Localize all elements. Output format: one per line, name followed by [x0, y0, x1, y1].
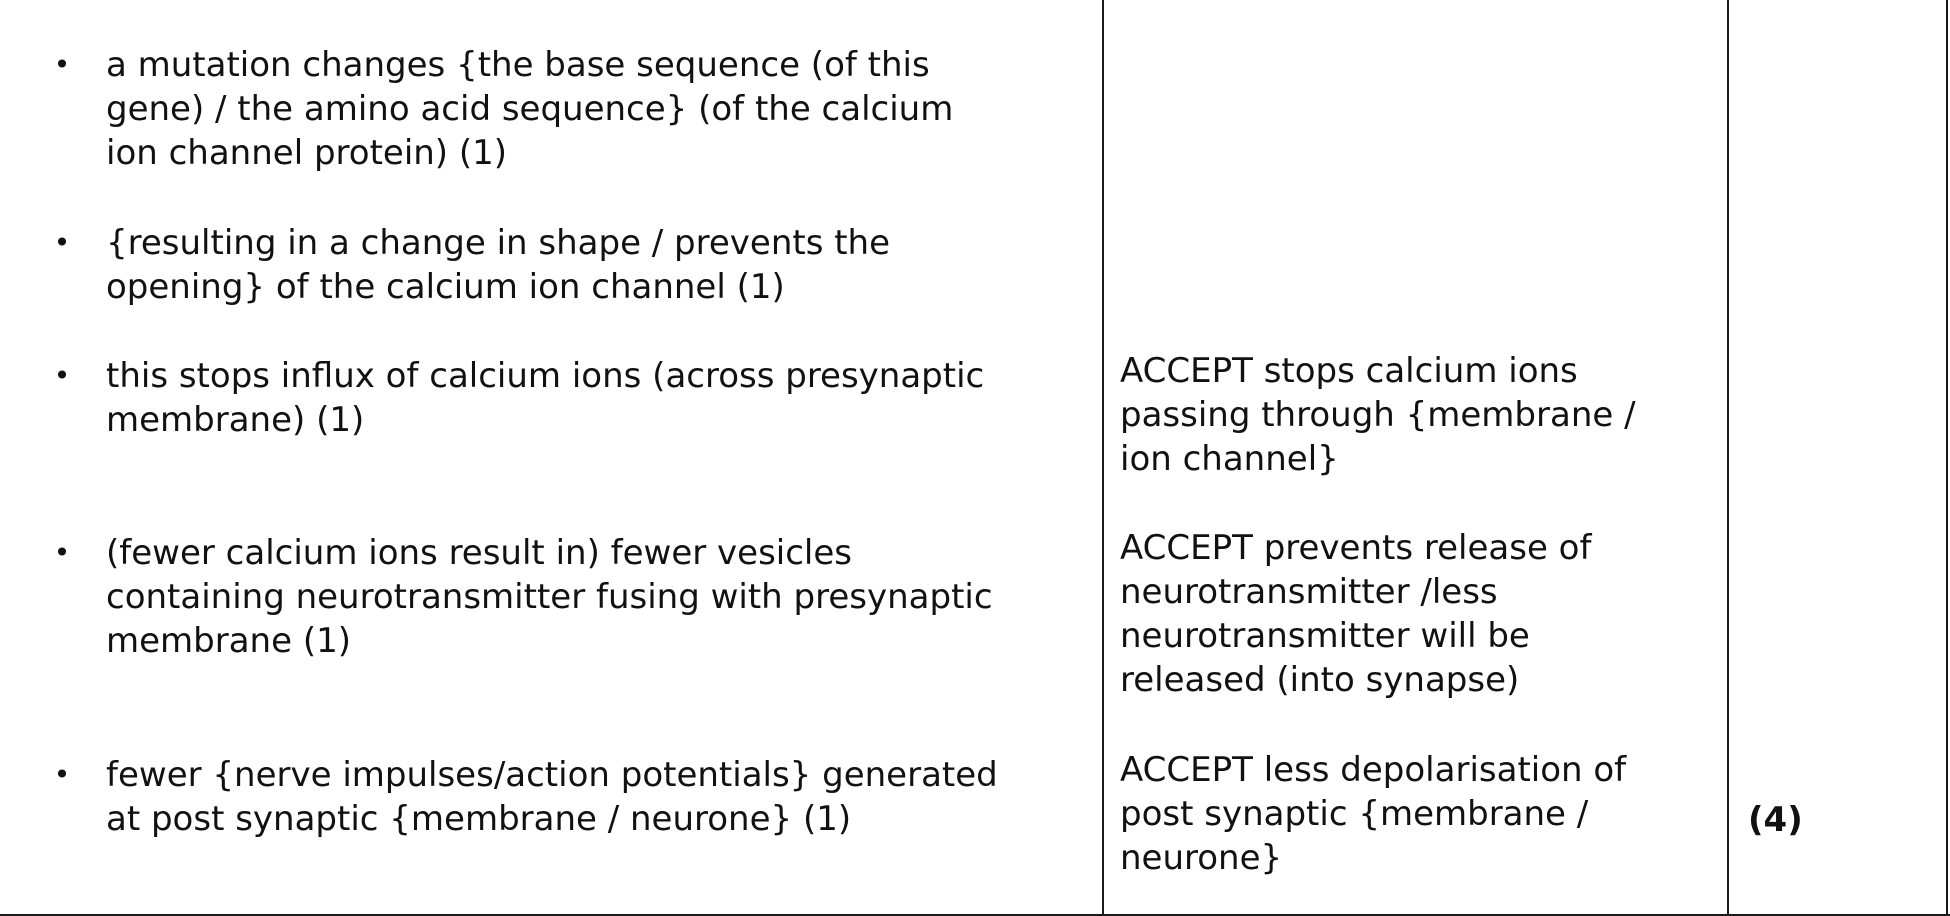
guidance-item-2: ACCEPT prevents release of neurotransmit… — [1120, 526, 1710, 702]
bullet: • — [53, 48, 71, 81]
answer-line: this stops influx of calcium ions (acros… — [106, 356, 985, 396]
table-bottom-border — [0, 914, 1950, 916]
answer-line: membrane) (1) — [106, 400, 365, 440]
guidance-line: ion channel} — [1120, 439, 1339, 479]
column-divider-answer-guidance — [1102, 0, 1104, 915]
bullet: • — [53, 536, 71, 569]
answer-line: membrane (1) — [106, 621, 351, 661]
answer-item-1: • a mutation changes {the base sequence … — [54, 43, 1066, 175]
answer-item-5: • fewer {nerve impulses/action potential… — [54, 753, 1066, 841]
answer-line: {resulting in a change in shape / preven… — [106, 223, 891, 263]
bullet: • — [53, 226, 71, 259]
answer-line: ion channel protein) (1) — [106, 133, 508, 173]
guidance-line: passing through {membrane / — [1120, 395, 1636, 435]
answer-line: a mutation changes {the base sequence (o… — [106, 45, 930, 85]
answer-item-3: • this stops influx of calcium ions (acr… — [54, 354, 1066, 442]
answer-line: fewer {nerve impulses/action potentials}… — [106, 755, 998, 795]
guidance-line: neurotransmitter will be — [1120, 616, 1530, 656]
guidance-line: ACCEPT prevents release of — [1120, 528, 1592, 568]
answer-line: (fewer calcium ions result in) fewer ves… — [106, 533, 853, 573]
column-divider-guidance-mark — [1727, 0, 1729, 915]
answer-item-4: • (fewer calcium ions result in) fewer v… — [54, 531, 1066, 663]
bullet: • — [53, 359, 71, 392]
guidance-line: post synaptic {membrane / — [1120, 794, 1589, 834]
answer-line: at post synaptic {membrane / neurone} (1… — [106, 799, 852, 839]
guidance-line: neurotransmitter /less — [1120, 572, 1498, 612]
answer-item-2: • {resulting in a change in shape / prev… — [54, 221, 1066, 309]
mark-value: (4) — [1748, 800, 1803, 840]
answer-line: containing neurotransmitter fusing with … — [106, 577, 993, 617]
bullet: • — [53, 758, 71, 791]
guidance-line: ACCEPT less depolarisation of — [1120, 750, 1627, 790]
guidance-line: ACCEPT stops calcium ions — [1120, 351, 1578, 391]
answer-line: opening} of the calcium ion channel (1) — [106, 267, 785, 307]
guidance-item-3: ACCEPT less depolarisation of post synap… — [1120, 748, 1710, 880]
guidance-line: neurone} — [1120, 838, 1283, 878]
answer-line: gene) / the amino acid sequence} (of the… — [106, 89, 954, 129]
guidance-line: released (into synapse) — [1120, 660, 1520, 700]
table-right-border — [1946, 0, 1948, 915]
guidance-item-1: ACCEPT stops calcium ions passing throug… — [1120, 349, 1710, 481]
